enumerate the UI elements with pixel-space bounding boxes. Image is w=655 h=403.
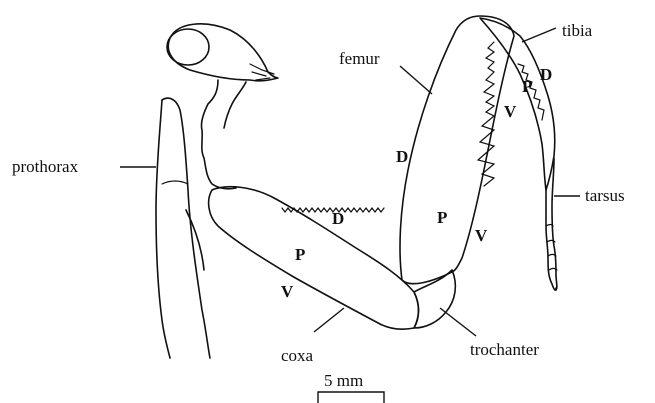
femur-dorsal-letter: D bbox=[396, 147, 408, 166]
tibia-leader bbox=[522, 28, 556, 42]
trochanter-leader bbox=[440, 308, 476, 336]
label-tarsus: tarsus bbox=[585, 186, 625, 205]
tibia-posterior-letter: P bbox=[522, 77, 532, 96]
prothorax-suture bbox=[162, 181, 188, 184]
femur bbox=[400, 16, 514, 284]
compound-eye bbox=[167, 29, 209, 65]
neck bbox=[201, 80, 246, 189]
coxa bbox=[209, 187, 419, 329]
label-coxa: coxa bbox=[281, 346, 314, 365]
coxa-posterior-letter: P bbox=[295, 245, 305, 264]
mouthparts bbox=[250, 64, 274, 80]
scale-bar: 5 mm bbox=[318, 371, 384, 403]
femur-posterior-letter: P bbox=[437, 208, 447, 227]
coxa-leader bbox=[314, 308, 344, 332]
label-trochanter: trochanter bbox=[470, 340, 539, 359]
tibia-dorsal-letter: D bbox=[540, 65, 552, 84]
femur-spines bbox=[478, 42, 494, 186]
coxa-ventral-letter: V bbox=[281, 282, 294, 301]
label-prothorax: prothorax bbox=[12, 157, 79, 176]
femur-leader bbox=[400, 66, 432, 94]
femur-ventral-letter: V bbox=[475, 226, 488, 245]
scale-bar-label: 5 mm bbox=[324, 371, 363, 390]
tarsus bbox=[546, 158, 557, 290]
scale-bar-line bbox=[318, 392, 384, 403]
coxa-dorsal-letter: D bbox=[332, 209, 344, 228]
tibia-ventral-letter: V bbox=[504, 102, 517, 121]
head bbox=[167, 24, 278, 81]
label-tibia: tibia bbox=[562, 21, 593, 40]
label-femur: femur bbox=[339, 49, 380, 68]
